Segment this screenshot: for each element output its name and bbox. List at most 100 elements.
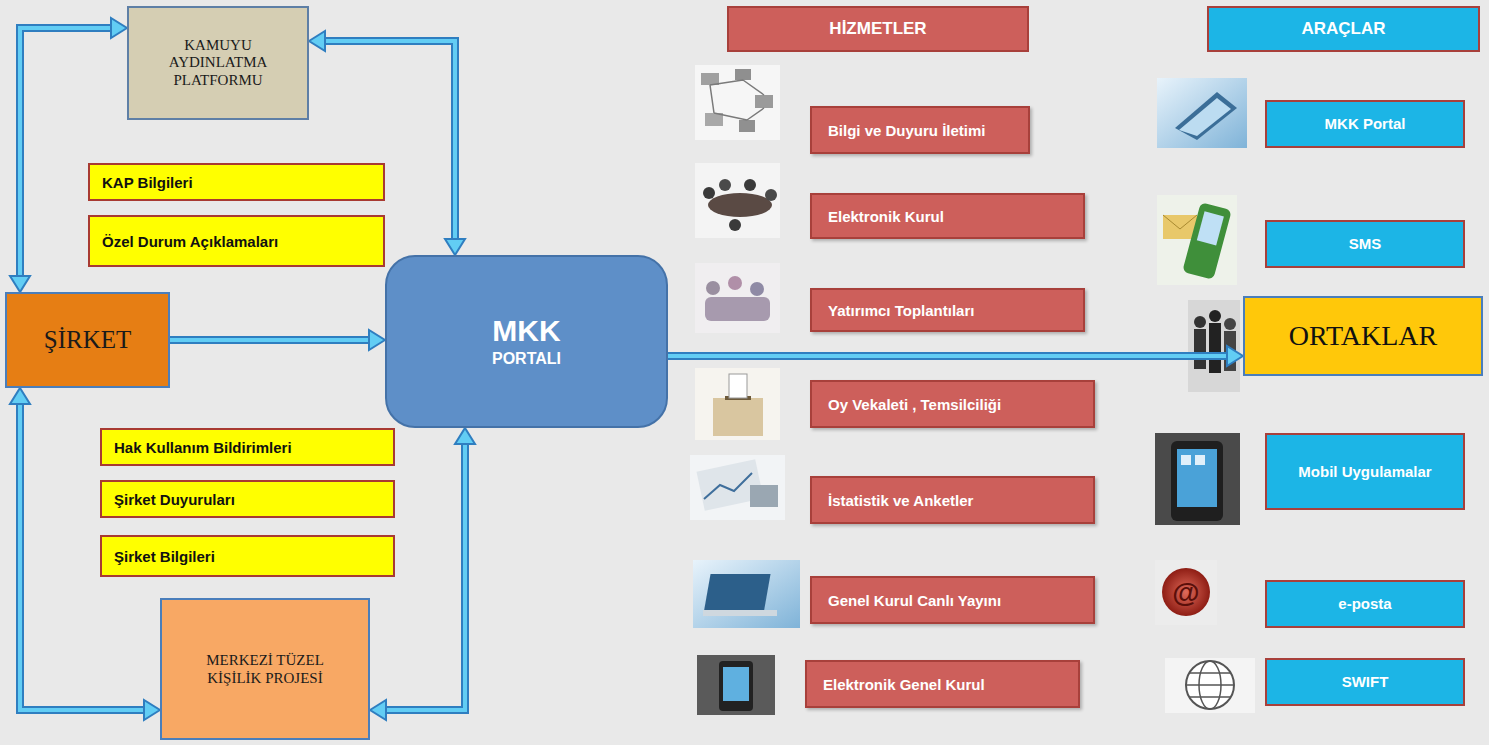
box-label: Yatırımcı Toplantıları <box>828 302 974 319</box>
live-stream-icon-part <box>703 610 777 616</box>
service-box: Genel Kurul Canlı Yayını <box>810 576 1095 624</box>
email-icon: @ <box>1155 560 1217 625</box>
info-tag: KAP Bilgileri <box>88 163 385 201</box>
people-icon-part <box>1209 323 1221 373</box>
box-label: MERKEZİ TÜZEL KİŞİLİK PROJESİ <box>202 651 328 687</box>
globe-icon-part <box>1165 658 1255 713</box>
mobile-icon-part <box>1171 441 1223 521</box>
arrow-head <box>10 388 30 404</box>
box-label: Şirket Duyuruları <box>114 491 235 508</box>
connector-arrow <box>170 330 385 350</box>
statistics-icon-part <box>750 485 778 507</box>
sms-icon-part <box>1163 215 1197 229</box>
phone-icon-part <box>719 661 753 711</box>
tool-box: SMS <box>1265 220 1465 268</box>
service-box: Yatırımcı Toplantıları <box>810 288 1085 332</box>
box-label: Hak Kullanım Bildirimleri <box>114 439 292 456</box>
shareholders-box: ORTAKLAR <box>1243 296 1483 376</box>
box-label: Bilgi ve Duyuru İletimi <box>828 122 986 139</box>
tool-box: Mobil Uygulamalar <box>1265 433 1465 510</box>
mobile-icon-part <box>1177 449 1217 507</box>
ballot-icon-part <box>713 398 763 436</box>
investor-meeting-icon-part <box>706 281 720 295</box>
project-box: MERKEZİ TÜZEL KİŞİLİK PROJESİ <box>160 598 370 740</box>
arrow-head <box>370 700 386 720</box>
service-box: Oy Vekaleti , Temsilciliği <box>810 380 1095 428</box>
phone-icon-part <box>697 655 775 715</box>
arrow-head <box>144 700 160 720</box>
box-label: e-posta <box>1338 594 1391 614</box>
people-icon-part <box>1209 310 1221 322</box>
arrow-head <box>10 276 30 292</box>
laptop-icon-part <box>1157 78 1247 148</box>
arrow-head <box>1227 346 1243 366</box>
network-icon-part <box>701 73 719 85</box>
ballot-icon-part <box>729 374 747 398</box>
connector-arrow <box>668 346 1243 366</box>
connector-line <box>385 443 465 710</box>
laptop-icon-part <box>1175 92 1237 140</box>
laptop-icon <box>1157 78 1247 148</box>
box-label: Mobil Uygulamalar <box>1298 462 1431 482</box>
company-box: ŞİRKET <box>5 292 170 388</box>
email-icon-part <box>1155 560 1217 625</box>
box-label: MKK Portal <box>1325 114 1406 134</box>
service-box: Elektronik Kurul <box>810 193 1085 239</box>
box-label: KAP Bilgileri <box>102 174 193 191</box>
service-box: Bilgi ve Duyuru İletimi <box>810 106 1030 154</box>
box-label: Şirket Bilgileri <box>114 548 215 565</box>
phone-icon-part <box>723 667 749 701</box>
network-icon-part <box>755 95 773 108</box>
statistics-icon-part <box>704 473 752 499</box>
sms-icon-part <box>1157 195 1237 285</box>
phone-icon <box>697 655 775 715</box>
connector-outline <box>324 41 455 240</box>
platform-box: KAMUYU AYDINLATMA PLATFORMU <box>127 6 309 120</box>
box-label: SMS <box>1349 234 1382 254</box>
investor-meeting-icon-part <box>750 282 764 296</box>
info-tag: Hak Kullanım Bildirimleri <box>100 428 395 466</box>
network-icon-part <box>710 80 764 120</box>
info-tag: Özel Durum Açıklamaları <box>88 215 385 267</box>
laptop-icon-part <box>1179 98 1231 136</box>
people-icon-part <box>1194 329 1206 369</box>
statistics-icon <box>690 455 785 520</box>
connector-outline <box>668 352 1228 360</box>
service-box: İstatistik ve Anketler <box>810 476 1095 524</box>
people-icon-part <box>1194 316 1206 328</box>
mobile-icon <box>1155 433 1240 525</box>
people-icon-part <box>1188 300 1240 392</box>
box-label: Elektronik Kurul <box>828 208 944 225</box>
portal-box: MKKPORTALI <box>385 255 668 428</box>
network-icon-part <box>735 69 751 80</box>
connector-outline <box>385 443 465 710</box>
at-symbol: @ <box>1172 577 1199 608</box>
tool-box: SWIFT <box>1265 658 1465 706</box>
box-label: Elektronik Genel Kurul <box>823 676 985 693</box>
investor-meeting-icon-part <box>705 297 770 321</box>
connector-line <box>668 354 1228 358</box>
box-label: MKK <box>492 313 560 349</box>
meeting-icon-part <box>695 163 780 238</box>
meeting-icon <box>695 163 780 238</box>
arrow-head <box>111 18 127 38</box>
box-label: ORTAKLAR <box>1289 320 1438 352</box>
globe-icon <box>1165 658 1255 713</box>
investor-meeting-icon <box>695 263 780 333</box>
arrow-head <box>369 330 385 350</box>
network-icon-part <box>739 120 755 132</box>
network-icon <box>695 65 780 140</box>
investor-meeting-icon-part <box>728 276 742 290</box>
box-label: PORTALI <box>492 349 561 370</box>
globe-icon-part <box>1186 673 1234 697</box>
column-header: HİZMETLER <box>727 6 1029 52</box>
meeting-icon-part <box>729 219 741 231</box>
box-label: HİZMETLER <box>829 19 926 39</box>
tool-box: e-posta <box>1265 580 1465 628</box>
mobile-icon-part <box>1181 455 1191 465</box>
mobile-icon-part <box>1195 455 1205 465</box>
meeting-icon-part <box>744 179 756 191</box>
sms-icon <box>1157 195 1237 285</box>
meeting-icon-part <box>708 193 772 217</box>
statistics-icon-part <box>690 455 785 520</box>
